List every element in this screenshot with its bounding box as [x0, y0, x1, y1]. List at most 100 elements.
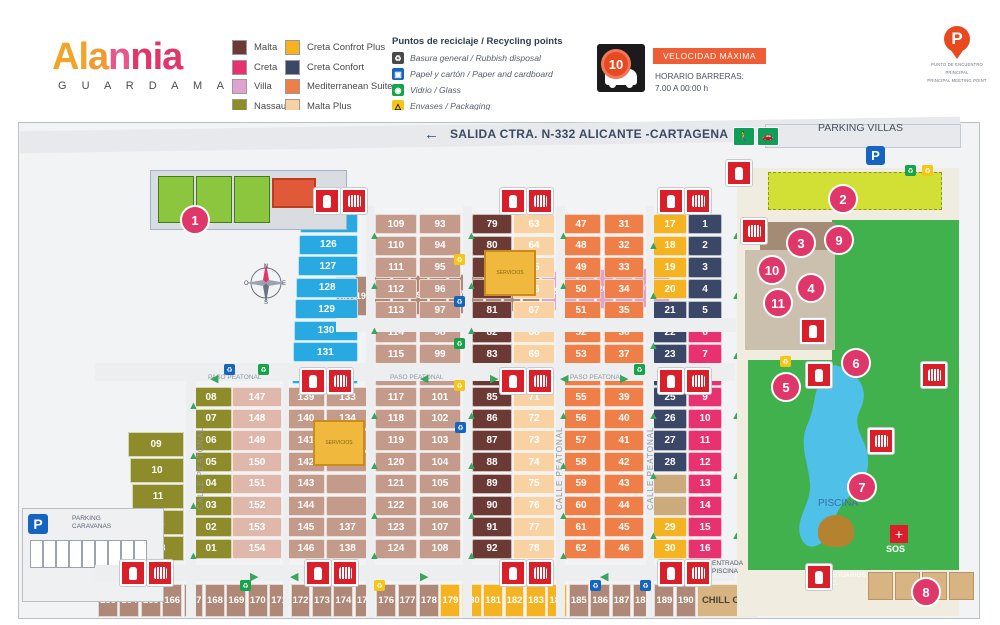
creta-plot-27[interactable]: 27: [653, 430, 687, 451]
pitch-181[interactable]: 181: [483, 584, 504, 617]
medsuite-plot-46[interactable]: 46: [604, 538, 644, 560]
map-marker-9[interactable]: 9: [824, 225, 854, 255]
creta-plot-15[interactable]: 15: [688, 517, 722, 538]
medsuite-plot-32[interactable]: 32: [604, 235, 644, 256]
creta-plot-14[interactable]: 14: [688, 495, 722, 516]
pitch-94[interactable]: 94: [419, 235, 461, 256]
pitch-129[interactable]: 129: [295, 299, 358, 319]
pitch-104[interactable]: 104: [419, 452, 461, 473]
pitch-96[interactable]: 96: [419, 279, 461, 300]
medsuite-plot-60[interactable]: 60: [561, 495, 601, 516]
map-marker-5[interactable]: 5: [771, 372, 801, 402]
pitch-189[interactable]: 189: [654, 584, 675, 617]
map-marker-2[interactable]: 2: [828, 184, 858, 214]
creta-plot-11[interactable]: 11: [688, 430, 722, 451]
pitch-178[interactable]: 178: [419, 584, 439, 617]
medsuite-plot-59[interactable]: 59: [561, 473, 601, 494]
pitch-179[interactable]: 179: [440, 584, 461, 617]
medsuite-plot-43[interactable]: 43: [604, 473, 644, 494]
pitch-168[interactable]: 168: [205, 584, 225, 617]
creta-plot-17[interactable]: 17: [653, 214, 687, 235]
medsuite-plot-45[interactable]: 45: [604, 517, 644, 538]
pitch-182[interactable]: 182: [504, 584, 525, 617]
pitch-124[interactable]: 124: [375, 538, 417, 560]
pitch-154[interactable]: 154: [232, 538, 282, 560]
pitch-183[interactable]: 183: [526, 584, 546, 617]
pitch-177[interactable]: 177: [397, 584, 418, 617]
medsuite-plot-53[interactable]: 53: [561, 344, 601, 365]
malta-plot-91[interactable]: 91: [472, 517, 512, 538]
map-marker-1[interactable]: 1: [180, 205, 210, 235]
pitch-107[interactable]: 107: [419, 517, 461, 538]
creta-plot-19[interactable]: 19: [653, 257, 687, 278]
pitch-101[interactable]: 101: [419, 387, 461, 408]
maltaplus-plot-72[interactable]: 72: [513, 408, 555, 429]
maltaplus-plot-63[interactable]: 63: [513, 214, 555, 235]
pitch-169[interactable]: 169: [226, 584, 247, 617]
map-marker-7[interactable]: 7: [847, 472, 877, 502]
pitch-173[interactable]: 173: [312, 584, 332, 617]
pitch-150[interactable]: 150: [232, 452, 282, 473]
pitch-149[interactable]: 149: [232, 430, 282, 451]
pitch-127[interactable]: 127: [297, 256, 358, 276]
pitch-151[interactable]: 151: [232, 473, 282, 494]
pitch-176[interactable]: 176: [376, 584, 397, 617]
pitch-148[interactable]: 148: [232, 408, 282, 429]
pitch-122[interactable]: 122: [375, 495, 417, 516]
pitch-146[interactable]: 146: [287, 538, 325, 560]
pitch-126[interactable]: 126: [298, 234, 358, 255]
creta-plot-4[interactable]: 4: [688, 279, 722, 300]
pitch-117[interactable]: 117: [375, 387, 417, 408]
creta-plot-7[interactable]: 7: [688, 344, 722, 365]
pitch-111[interactable]: 111: [375, 257, 417, 278]
pitch-187[interactable]: 187: [611, 584, 632, 617]
pitch-120[interactable]: 120: [375, 452, 417, 473]
maltaplus-plot-78[interactable]: 78: [513, 538, 555, 560]
medsuite-plot-37[interactable]: 37: [604, 344, 644, 365]
pitch-118[interactable]: 118: [375, 408, 417, 429]
pitch-108[interactable]: 108: [419, 538, 461, 560]
maltaplus-plot-76[interactable]: 76: [513, 495, 555, 516]
pitch-144[interactable]: 144: [287, 495, 325, 516]
malta-plot-89[interactable]: 89: [472, 473, 512, 494]
pitch-115[interactable]: 115: [375, 344, 417, 365]
pitch-131[interactable]: 131: [292, 342, 358, 362]
creta-plot-16[interactable]: 16: [688, 538, 722, 560]
pitch-143[interactable]: 143: [287, 473, 325, 494]
map-marker-6[interactable]: 6: [841, 348, 871, 378]
pitch-137[interactable]: 137: [326, 517, 369, 538]
map-marker-4[interactable]: 4: [796, 273, 826, 303]
pitch-152[interactable]: 152: [232, 495, 282, 516]
nassau-plot-07[interactable]: 07: [190, 408, 232, 429]
pitch-121[interactable]: 121: [375, 473, 417, 494]
malta-plot-86[interactable]: 86: [472, 408, 512, 429]
pitch-147[interactable]: 147: [232, 387, 282, 408]
medsuite-plot-56[interactable]: 56: [561, 408, 601, 429]
pitch-128[interactable]: 128: [296, 277, 358, 298]
pitch-123[interactable]: 123: [375, 517, 417, 538]
pitch-174[interactable]: 174: [333, 584, 354, 617]
medsuite-plot-41[interactable]: 41: [604, 430, 644, 451]
creta-plot-13[interactable]: 13: [688, 473, 722, 494]
creta-plot-12[interactable]: 12: [688, 452, 722, 473]
medsuite-plot-39[interactable]: 39: [604, 387, 644, 408]
pitch-190[interactable]: 190: [675, 584, 696, 617]
maltaplus-plot-75[interactable]: 75: [513, 473, 555, 494]
pitch-95[interactable]: 95: [419, 257, 461, 278]
pitch-99[interactable]: 99: [419, 344, 461, 365]
nassau-plot-09[interactable]: 09: [128, 432, 184, 457]
malta-plot-88[interactable]: 88: [472, 452, 512, 473]
nassau-plot-10[interactable]: 10: [130, 458, 184, 483]
pitch-109[interactable]: 109: [375, 214, 417, 235]
nassau-plot-02[interactable]: 02: [190, 517, 232, 538]
pitch-170[interactable]: 170: [247, 584, 268, 617]
pitch-103[interactable]: 103: [419, 430, 461, 451]
malta-plot-90[interactable]: 90: [472, 495, 512, 516]
malta-plot-79[interactable]: 79: [472, 214, 512, 235]
medsuite-plot-31[interactable]: 31: [604, 214, 644, 235]
pitch-119[interactable]: 119: [375, 430, 417, 451]
maltaplus-plot-77[interactable]: 77: [513, 517, 555, 538]
medsuite-plot-58[interactable]: 58: [561, 452, 601, 473]
pitch-106[interactable]: 106: [419, 495, 461, 516]
maltaplus-plot-73[interactable]: 73: [513, 430, 555, 451]
